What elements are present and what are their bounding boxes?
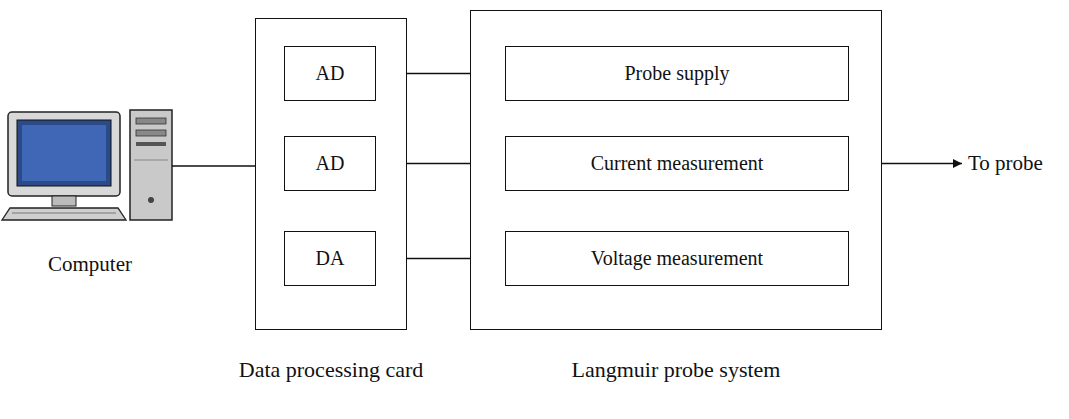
module-box: Voltage measurement bbox=[505, 231, 849, 286]
group-label: Langmuir probe system bbox=[572, 357, 781, 383]
module-label: Current measurement bbox=[591, 152, 764, 175]
module-label: DA bbox=[316, 247, 345, 270]
module-label: AD bbox=[316, 62, 345, 85]
module-box: DA bbox=[284, 231, 376, 286]
module-box: AD bbox=[284, 46, 376, 101]
module-label: Voltage measurement bbox=[591, 247, 763, 270]
module-box: Current measurement bbox=[505, 136, 849, 191]
output-label: To probe bbox=[968, 151, 1043, 176]
module-box: Probe supply bbox=[505, 46, 849, 101]
module-label: Probe supply bbox=[625, 62, 730, 85]
module-box: AD bbox=[284, 136, 376, 191]
computer-label: Computer bbox=[48, 252, 132, 277]
module-label: AD bbox=[316, 152, 345, 175]
system-frame: Langmuir probe systemProbe supplyCurrent… bbox=[470, 10, 882, 330]
card-frame: Data processing cardADADDA bbox=[255, 18, 407, 330]
computer-cable bbox=[172, 165, 255, 167]
group-label: Data processing card bbox=[239, 357, 423, 383]
